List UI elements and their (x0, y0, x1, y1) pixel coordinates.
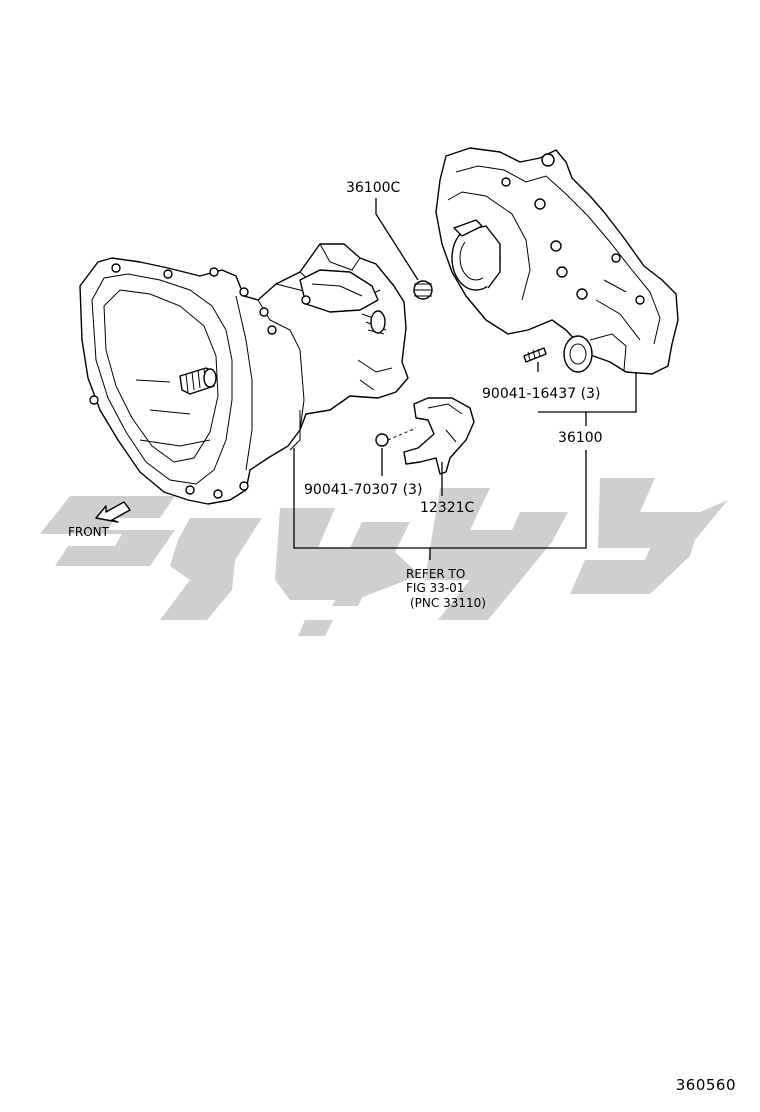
transmission-case-illustration (79, 243, 409, 505)
front-arrow-icon (95, 501, 131, 523)
label-36100c: 36100C (346, 180, 401, 196)
figure-number: 360560 (675, 1076, 736, 1094)
leader-lines (293, 198, 637, 560)
refer-line-1: REFER TO (406, 567, 465, 581)
label-90041-16437: 90041-16437 (3) (482, 386, 600, 402)
label-90041-70307: 90041-70307 (3) (304, 482, 422, 498)
plug-90041-70307-illustration (375, 427, 417, 447)
spring-36100c-illustration (413, 280, 433, 300)
refer-line-3: (PNC 33110) (410, 596, 486, 610)
watermark-logo (40, 478, 728, 636)
bracket-12321c-illustration (403, 397, 475, 475)
label-front: FRONT (68, 525, 110, 539)
refer-line-2: FIG 33-01 (406, 581, 464, 595)
label-12321c: 12321C (420, 500, 475, 516)
rear-case-illustration (435, 147, 679, 375)
label-36100: 36100 (558, 430, 603, 446)
